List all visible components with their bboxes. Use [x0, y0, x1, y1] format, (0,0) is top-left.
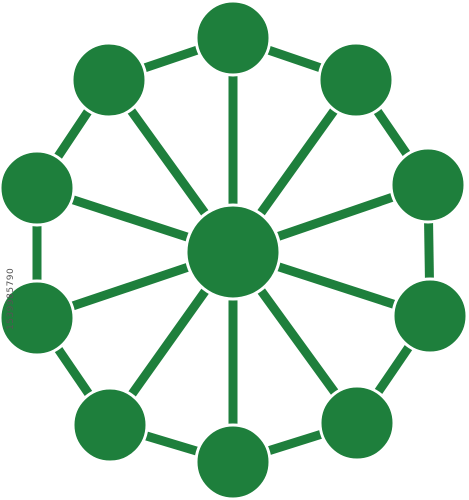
ring-node	[0, 279, 76, 357]
ring-node	[389, 146, 467, 224]
ring-node	[0, 149, 76, 227]
ring-node	[194, 423, 272, 500]
center-node	[184, 203, 282, 301]
ring-node	[391, 277, 469, 355]
ring-node	[318, 384, 396, 462]
stock-id-watermark: 1539985790	[6, 267, 16, 330]
ring-node	[194, 0, 272, 77]
ring-node	[71, 386, 149, 464]
ring-node	[317, 41, 395, 119]
ring-node	[70, 41, 148, 119]
